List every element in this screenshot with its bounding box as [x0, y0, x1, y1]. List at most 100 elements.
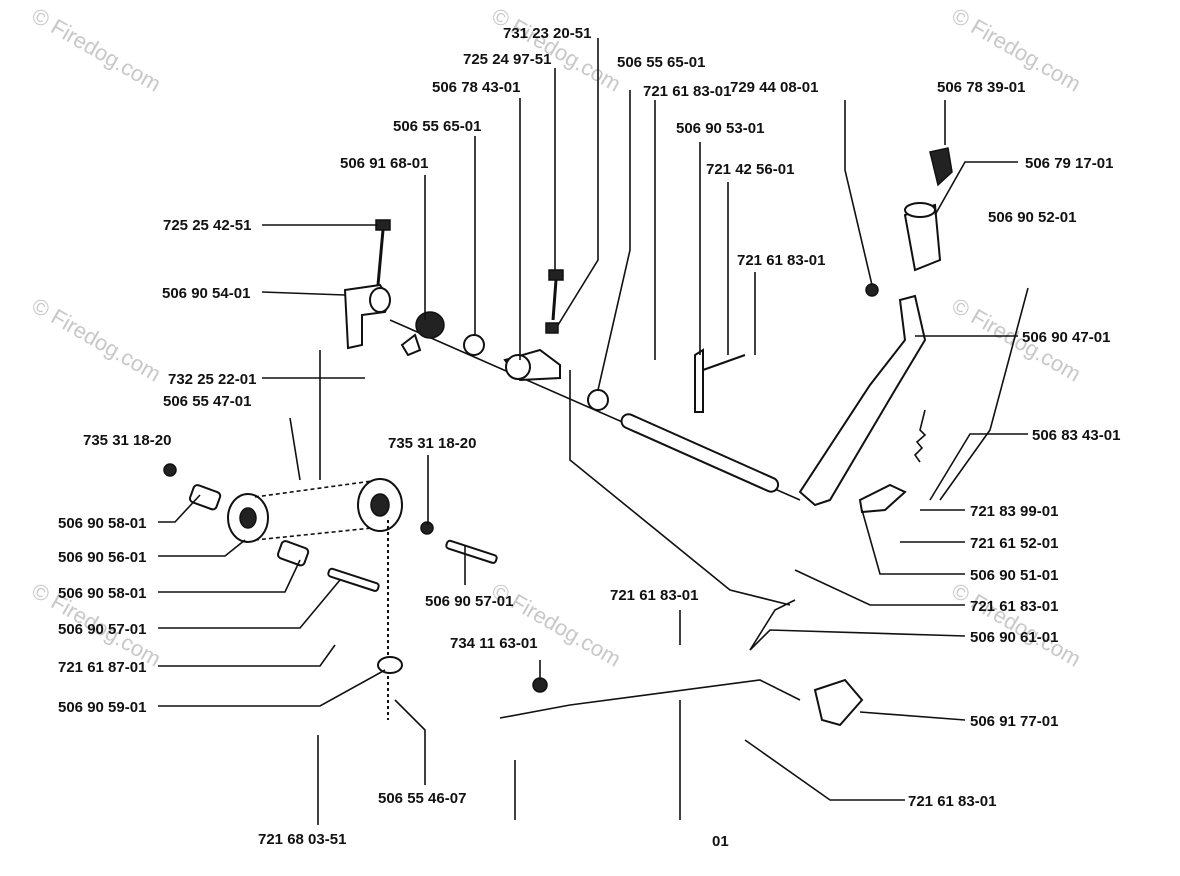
label-721839901: 721 83 99-01 [970, 503, 1058, 520]
label-734116301: 734 11 63-01 [450, 635, 538, 652]
label-506905801: 506 90 58-01 [58, 585, 146, 602]
label-506905101: 506 90 51-01 [970, 567, 1058, 584]
knob [929, 147, 953, 187]
label-735311820: 735 31 18-20 [83, 432, 171, 449]
belt [254, 480, 373, 498]
parts [163, 147, 1029, 727]
link-rod [749, 599, 796, 651]
leader [934, 161, 1018, 216]
plate [858, 483, 907, 514]
watermarks: © Firedog.com © Firedog.com © Firedog.co… [28, 3, 1086, 672]
washer [587, 389, 609, 411]
label-506784301: 506 78 43-01 [432, 79, 520, 96]
label-506554607: 506 55 46-07 [378, 790, 466, 807]
label-506905701: 506 90 57-01 [58, 621, 146, 638]
leader [158, 644, 336, 667]
leader [844, 100, 873, 286]
label-506556501: 506 55 65-01 [617, 54, 705, 71]
label-506905401: 506 90 54-01 [162, 285, 250, 302]
lever-hub [505, 354, 531, 380]
label-506905901: 506 90 59-01 [58, 699, 146, 716]
label-735311820: 735 31 18-20 [388, 435, 476, 452]
leader [597, 90, 631, 391]
label-506905701: 506 90 57-01 [425, 593, 513, 610]
watermark: © Firedog.com [488, 578, 626, 672]
pulley-hub [370, 493, 390, 517]
roller [276, 540, 310, 567]
label-506904701: 506 90 47-01 [1022, 329, 1110, 346]
nut [420, 521, 434, 535]
label-732252201: 732 25 22-01 [168, 371, 256, 388]
label-729440801: 729 44 08-01 [730, 79, 818, 96]
shaft [445, 539, 498, 564]
part-labels: 731 23 20-51 725 24 97-51 506 78 43-01 5… [58, 25, 1120, 850]
label-731232051: 731 23 20-51 [503, 25, 591, 42]
nut [545, 322, 559, 334]
label-506905201: 506 90 52-01 [988, 209, 1076, 226]
bolt-shank [551, 279, 558, 321]
label-725249751: 725 24 97-51 [463, 51, 551, 68]
leader [557, 38, 599, 326]
shaft [327, 567, 380, 592]
tension-spring [913, 409, 927, 463]
grip-top [904, 202, 936, 218]
bolt [375, 219, 391, 231]
connecting-rod [499, 679, 801, 719]
nut [163, 463, 177, 477]
leader [744, 739, 905, 801]
bracket-hub [369, 287, 391, 313]
label-721615201: 721 61 52-01 [970, 535, 1058, 552]
label-721680351: 721 68 03-51 [258, 831, 346, 848]
label-721618301: 721 61 83-01 [610, 587, 698, 604]
roller [188, 484, 222, 511]
spring [415, 311, 445, 339]
label-01: 01 [712, 833, 729, 850]
label-506905801: 506 90 58-01 [58, 515, 146, 532]
label-506783901: 506 78 39-01 [937, 79, 1025, 96]
label-506791701: 506 79 17-01 [1025, 155, 1113, 172]
label-506906101: 506 90 61-01 [970, 629, 1058, 646]
watermark: © Firedog.com [28, 3, 166, 97]
label-721618301: 721 61 83-01 [737, 252, 825, 269]
leader [394, 699, 426, 785]
leader [794, 569, 965, 606]
linkage-line [569, 370, 791, 606]
leader [158, 579, 341, 629]
label-721618301: 721 61 83-01 [970, 598, 1058, 615]
handle-lever [798, 294, 927, 507]
washer [377, 656, 403, 674]
label-721425601: 721 42 56-01 [706, 161, 794, 178]
bolt-shank [376, 229, 385, 286]
belt [254, 527, 373, 541]
bushing [463, 334, 485, 356]
leader-lines [158, 38, 1028, 825]
label-725254251: 725 25 42-51 [163, 217, 251, 234]
leader [158, 669, 386, 707]
label-506905301: 506 90 53-01 [676, 120, 764, 137]
label-506556501: 506 55 65-01 [393, 118, 481, 135]
leader [158, 494, 201, 523]
pulley-hub [239, 507, 257, 529]
leader [861, 509, 965, 575]
shaft [620, 413, 780, 493]
spring-arm [400, 333, 422, 357]
label-506916801: 506 91 68-01 [340, 155, 428, 172]
leader [158, 539, 246, 557]
leader [158, 559, 301, 593]
leader [929, 433, 1028, 501]
leader [261, 291, 346, 296]
pin [702, 354, 746, 371]
label-721618301: 721 61 83-01 [643, 83, 731, 100]
label-506917701: 506 91 77-01 [970, 713, 1058, 730]
bolt [548, 269, 564, 281]
label-506554701: 506 55 47-01 [163, 393, 251, 410]
cam-plate [813, 678, 864, 727]
label-506834301: 506 83 43-01 [1032, 427, 1120, 444]
nut [865, 283, 879, 297]
leader [289, 417, 301, 481]
nut [532, 677, 548, 693]
bracket-plate [694, 348, 704, 413]
label-721618701: 721 61 87-01 [58, 659, 146, 676]
